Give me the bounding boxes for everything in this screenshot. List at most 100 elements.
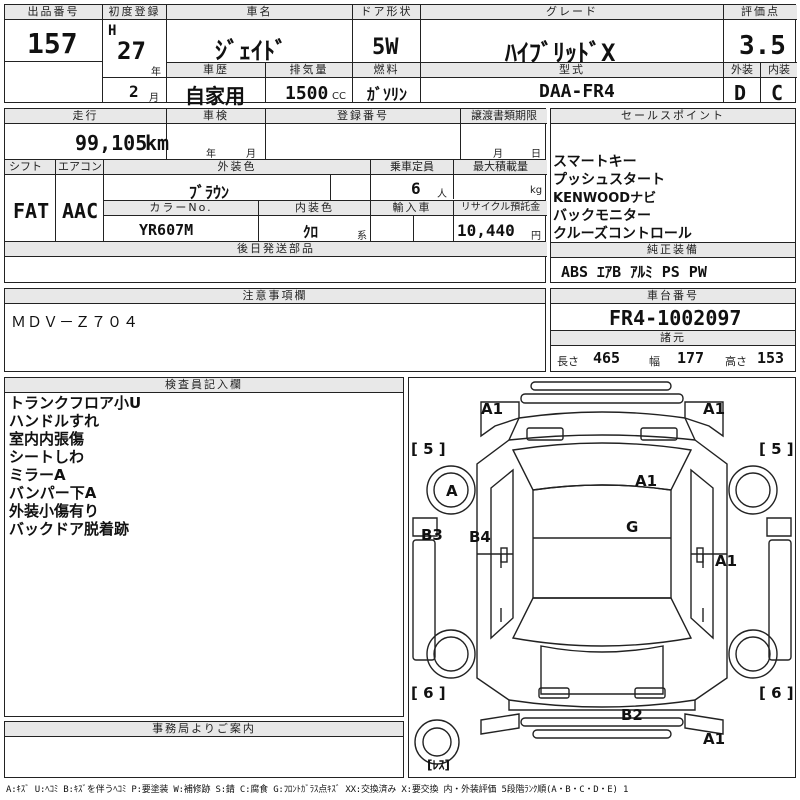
car-name-label: 車名: [167, 5, 352, 20]
mileage-unit: km: [145, 131, 170, 155]
door: 5W: [372, 35, 399, 60]
int-color-label: 内装色: [259, 201, 370, 216]
ac-label: エアコン: [56, 160, 103, 175]
load-label: 最大積載量: [454, 160, 547, 175]
shift: FAT: [13, 199, 50, 223]
fuel: ｶﾞｿﾘﾝ: [367, 85, 408, 104]
vehicle-details-block: 走行 車検 登録番号 譲渡書類期限 99,105 km 年 月 月 日 シフト …: [4, 108, 547, 283]
history-label: 車歴: [167, 63, 265, 78]
mileage: 99,105: [75, 131, 148, 155]
mark-wheel-a: A: [446, 482, 458, 500]
year-unit: 年: [151, 67, 161, 78]
chassis-block: 車台番号 FR4-1002097 諸元 長さ 465 幅 177 高さ 153: [550, 288, 796, 372]
legend: A:ｷｽﾞ U:ﾍｺﾐ B:ｷｽﾞを伴うﾍｺﾐ P:要塗装 W:補修跡 S:錆 …: [6, 785, 629, 795]
mark-front-left: A1: [481, 400, 504, 418]
color-no: YR607M: [139, 221, 194, 239]
recycle-unit: 円: [531, 231, 541, 242]
equipment: ABS ｴｱB ｱﾙﾐ PS PW: [561, 263, 707, 281]
reg-no-label: 登録番号: [266, 109, 460, 124]
sales-item: プッシュスタート: [553, 172, 665, 188]
history: 自家用: [185, 84, 245, 108]
recycle-label: リサイクル預託金: [454, 201, 547, 216]
later-parts-label: 後日発送部品: [5, 242, 547, 257]
notes-label: 注意事項欄: [5, 289, 545, 304]
import-label: 輸入車: [371, 201, 453, 216]
grade-label: グレード: [421, 5, 723, 20]
car-outline-drawing: [412, 381, 792, 765]
capacity: 6: [411, 179, 421, 198]
score-label: 評価点: [724, 5, 797, 20]
inspector-line: 外装小傷有り: [9, 502, 100, 520]
notes-text: ＭＤＶ－Ｚ７０４: [11, 313, 140, 331]
sales-item: KENWOODナビ: [553, 191, 657, 206]
transfer-label: 譲渡書類期限: [461, 109, 547, 124]
sales-item: クルーズコントロール: [553, 226, 692, 242]
first-reg-label: 初度登録: [103, 5, 166, 20]
width: 177: [677, 349, 705, 367]
exterior-label: 外装: [724, 63, 760, 78]
displacement-unit: CC: [332, 91, 346, 102]
mark-rear-b2: B2: [621, 706, 643, 724]
inspector-line: バックドア脱着跡: [9, 520, 130, 538]
first-reg-month: 2: [129, 82, 139, 101]
length-label: 長さ: [557, 355, 579, 368]
month-unit: 月: [149, 93, 159, 104]
transfer-day-unit: 日: [531, 149, 541, 160]
inspector-block: 検査員記入欄 トランクフロア小U ハンドルすれ 室内内張傷 シートしわ ミラーA…: [4, 377, 404, 717]
header-block: 出品番号 157 初度登録 H 27 年 2 月 車名 ｼﾞｪｲﾄﾞ 車歴 排気…: [4, 4, 797, 108]
int-color-unit: 系: [357, 231, 367, 242]
inspector-line: バンパー下A: [9, 484, 97, 502]
capacity-unit: 人: [437, 189, 447, 200]
transfer-month-unit: 月: [493, 149, 503, 160]
recycle: 10,440: [457, 221, 515, 240]
exterior-grade: D: [734, 81, 747, 105]
score: 3.5: [739, 31, 786, 61]
sales-points-block: セールスポイント スマートキー プッシュスタート KENWOODナビ バックモニ…: [550, 108, 796, 283]
inspection-label: 車検: [167, 109, 265, 124]
ext-color: ﾌﾞﾗｳﾝ: [189, 183, 230, 202]
sales-item: スマートキー: [553, 154, 637, 170]
mark-tyre-rr: [ 6 ]: [759, 684, 794, 702]
lot-no: 157: [27, 27, 78, 60]
load-unit: kg: [530, 185, 543, 196]
color-no-label: カラーNo.: [104, 201, 258, 216]
int-color: ｸﾛ: [303, 223, 319, 241]
mark-left-b3: B3: [421, 526, 443, 544]
mileage-label: 走行: [5, 109, 166, 124]
door-label: ドア形状: [353, 5, 420, 20]
office-block: 事務局よりご案内: [4, 721, 404, 778]
inspection-month-unit: 月: [246, 149, 256, 160]
mark-spare: [ﾚｽ]: [427, 758, 450, 772]
chassis-number: FR4-1002097: [609, 306, 742, 330]
mark-front-right: A1: [703, 400, 726, 418]
width-label: 幅: [649, 355, 660, 368]
inspector-line: ハンドルすれ: [9, 412, 100, 430]
inspector-label: 検査員記入欄: [5, 378, 403, 393]
shift-label: シフト: [5, 160, 55, 175]
sales-item: バックモニター: [553, 208, 651, 224]
equipment-label: 純正装備: [551, 243, 795, 258]
lot-no-label: 出品番号: [5, 5, 102, 20]
height-label: 高さ: [725, 355, 747, 368]
sales-label: セールスポイント: [551, 109, 795, 124]
inspection-year-unit: 年: [206, 149, 216, 160]
interior-grade: C: [771, 81, 784, 105]
ext-color-label: 外装色: [104, 160, 370, 175]
mark-left-b4: B4: [469, 528, 491, 546]
mark-roof: A1: [635, 472, 658, 490]
mark-tyre-fr: [ 5 ]: [759, 440, 794, 458]
mark-rear-a1: A1: [703, 730, 726, 748]
height: 153: [757, 349, 785, 367]
mark-right-a1: A1: [715, 552, 738, 570]
interior-label: 内装: [761, 63, 797, 78]
dims-label: 諸元: [551, 331, 795, 346]
inspector-line: シートしわ: [9, 448, 85, 466]
car-name: ｼﾞｪｲﾄﾞ: [215, 37, 287, 65]
length: 465: [593, 349, 621, 367]
mark-glass: G: [626, 518, 639, 536]
inspector-line: ミラーA: [9, 466, 66, 484]
mark-tyre-fl: [ 5 ]: [411, 440, 446, 458]
ac: AAC: [62, 199, 99, 223]
chassis-label: 車台番号: [551, 289, 795, 304]
inspector-line: トランクフロア小U: [9, 394, 142, 412]
